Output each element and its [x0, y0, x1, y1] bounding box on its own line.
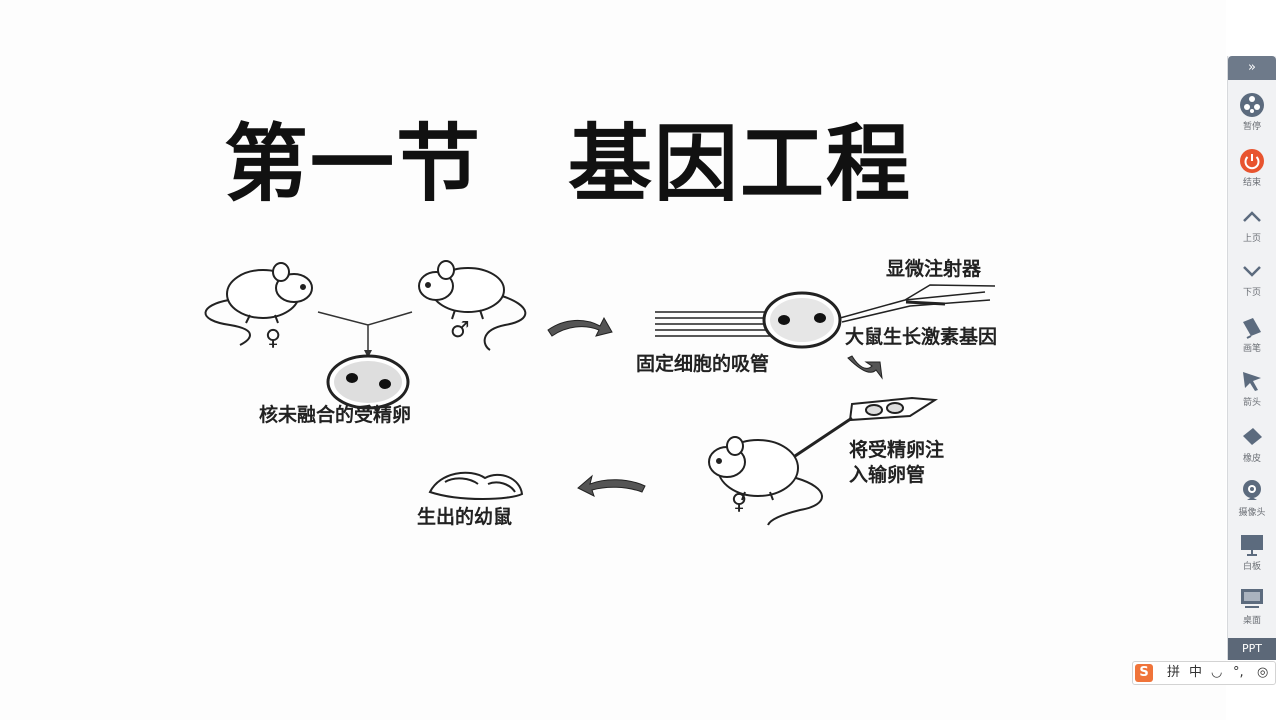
previous-page-label: 上页	[1242, 234, 1261, 244]
ppt-button[interactable]: PPT	[1228, 638, 1276, 660]
transgenic-mouse-diagram	[204, 260, 996, 526]
pause-icon	[1240, 93, 1264, 117]
camera-label: 摄像头	[1238, 508, 1266, 518]
eraser-icon	[1243, 428, 1262, 445]
camera-icon	[1243, 480, 1261, 500]
whiteboard-label: 白板	[1242, 562, 1261, 572]
fertilized-egg-label: 核未融合的受精卵	[259, 404, 412, 426]
fertilized-egg-illustration	[326, 354, 410, 410]
arrow-down	[847, 355, 883, 380]
power-icon	[1240, 149, 1264, 173]
growth-hormone-gene-label: 大鼠生长激素基因	[845, 326, 998, 348]
next-page-button[interactable]: 下页	[1228, 252, 1276, 306]
arrow-right-1	[547, 316, 613, 337]
offspring-label: 生出的幼鼠	[417, 506, 513, 528]
slide-canvas: 第一节 基因工程	[204, 115, 998, 528]
merge-lines	[317, 311, 413, 352]
inject-oviduct-label: 将受精卵注 入输卵管	[849, 439, 945, 486]
pause-label: 暂停	[1242, 122, 1261, 132]
female-mouse-illustration	[204, 262, 313, 346]
desktop-button[interactable]: 桌面	[1228, 580, 1276, 634]
chevron-up-icon	[1243, 211, 1261, 222]
arrow-tool-label: 箭头	[1242, 398, 1261, 408]
ime-logo-icon[interactable]: S	[1135, 664, 1153, 682]
microinjection-illustration	[655, 284, 996, 349]
whiteboard-icon	[1241, 535, 1263, 556]
male-mouse-illustration	[418, 260, 527, 351]
male-symbol: ♂	[450, 318, 470, 343]
arrow-tool-button[interactable]: 箭头	[1228, 362, 1276, 416]
ime-status-bar: S 拼 中 ◡ °, ◎	[1132, 661, 1276, 685]
baby-mice-illustration	[428, 471, 524, 500]
eraser-button[interactable]: 橡皮	[1228, 418, 1276, 472]
desktop-icon	[1241, 589, 1263, 608]
collapse-toolbar-button[interactable]: »	[1228, 56, 1276, 80]
ime-language-toggle[interactable]: 中	[1189, 665, 1203, 680]
end-button[interactable]: 结束	[1228, 142, 1276, 196]
whiteboard-button[interactable]: 白板	[1228, 526, 1276, 580]
female-symbol-2: ♀	[731, 490, 748, 515]
presentation-toolbar: » 暂停 结束 上页 下页 画笔 箭头 橡皮 摄像头 白板 桌面 PPT	[1227, 56, 1276, 660]
ime-settings-icon[interactable]: ◎	[1257, 665, 1269, 680]
ime-pinyin-toggle[interactable]: 拼	[1167, 665, 1181, 680]
previous-page-button[interactable]: 上页	[1228, 198, 1276, 252]
arrow-cursor-icon	[1243, 372, 1261, 391]
ime-halfwidth-toggle[interactable]: ◡	[1211, 665, 1223, 680]
pen-button[interactable]: 画笔	[1228, 308, 1276, 362]
holding-pipette-label: 固定细胞的吸管	[636, 353, 770, 375]
pen-icon	[1243, 318, 1261, 339]
female-symbol-1: ♀	[265, 326, 282, 351]
camera-button[interactable]: 摄像头	[1228, 472, 1276, 526]
desktop-label: 桌面	[1242, 616, 1261, 626]
microinjector-label: 显微注射器	[886, 258, 982, 280]
pause-button[interactable]: 暂停	[1228, 86, 1276, 140]
pen-label: 画笔	[1242, 344, 1261, 354]
recipient-mouse-illustration	[708, 436, 823, 526]
arrow-left	[577, 474, 646, 497]
eraser-label: 橡皮	[1242, 454, 1261, 464]
slide-title: 第一节 基因工程	[224, 115, 913, 213]
next-page-label: 下页	[1242, 288, 1261, 298]
end-label: 结束	[1242, 178, 1261, 188]
injection-needle-illustration	[785, 396, 939, 464]
chevron-down-icon	[1243, 266, 1261, 277]
ime-punctuation-toggle[interactable]: °,	[1233, 665, 1244, 680]
